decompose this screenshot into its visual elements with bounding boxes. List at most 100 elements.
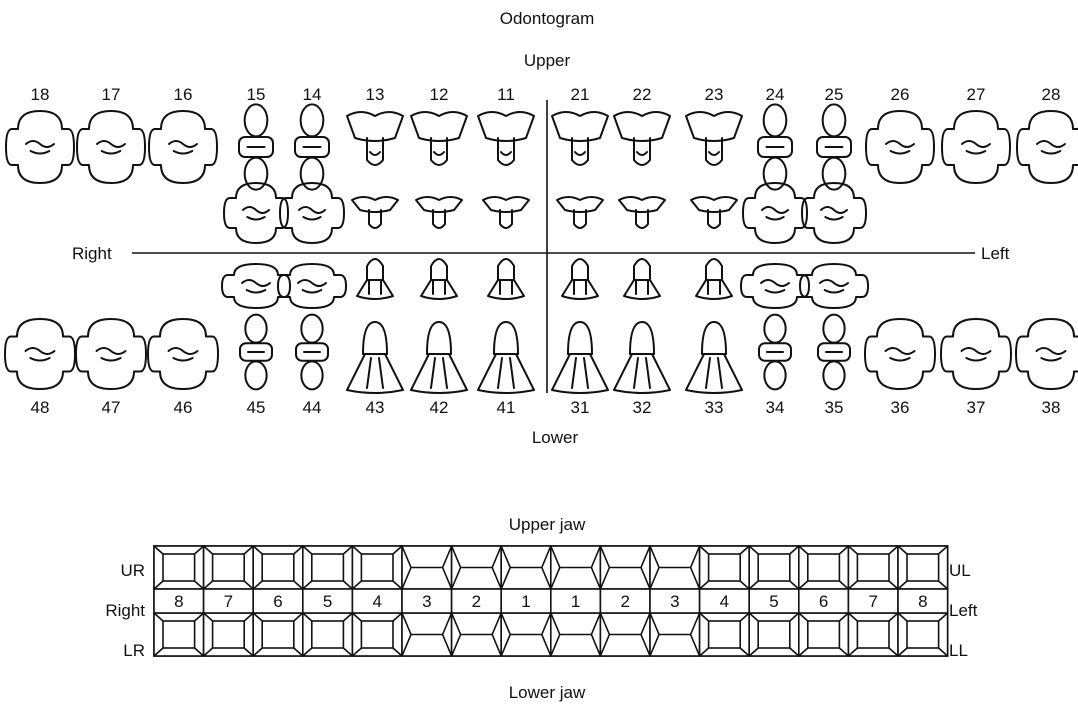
- upper-jaw-cell[interactable]: [352, 546, 402, 589]
- lower-tooth-number: 38: [1042, 398, 1061, 417]
- upper-inner-tooth-23: [691, 197, 737, 228]
- lower-tooth-number: 43: [366, 398, 385, 417]
- upper-tooth-22: [614, 112, 670, 165]
- upper-jaw-cell[interactable]: [600, 546, 650, 589]
- upper-tooth-number: 23: [705, 85, 724, 104]
- lower-jaw-cell[interactable]: [501, 613, 551, 656]
- upper-jaw-cell[interactable]: [650, 546, 700, 589]
- upper-tooth-number: 27: [967, 85, 986, 104]
- chart-tooth-number: 7: [868, 592, 877, 611]
- upper-tooth-number: 21: [571, 85, 590, 104]
- lower-tooth-35: [818, 315, 850, 390]
- chart-tooth-number: 1: [571, 592, 580, 611]
- chart-tooth-number: 6: [819, 592, 828, 611]
- lower-jaw-cell[interactable]: [253, 613, 303, 656]
- upper-tooth-number: 12: [430, 85, 449, 104]
- upper-tooth-number: 17: [102, 85, 121, 104]
- upper-tooth-13: [347, 112, 403, 165]
- upper-jaw-cell[interactable]: [700, 546, 750, 589]
- chart-tooth-number: 4: [372, 592, 381, 611]
- upper-tooth-number: 28: [1042, 85, 1061, 104]
- upper-tooth-18: [6, 111, 74, 183]
- lower-inner-tooth-41: [488, 259, 524, 299]
- upper-inner-tooth-12: [416, 197, 462, 228]
- lower-jaw-cell[interactable]: [204, 613, 254, 656]
- lower-tooth-42: [411, 322, 467, 393]
- lower-tooth-number: 41: [497, 398, 516, 417]
- lower-jaw-cell[interactable]: [700, 613, 750, 656]
- upper-tooth-12: [411, 112, 467, 165]
- lower-tooth-36: [865, 319, 935, 389]
- upper-jaw-cell[interactable]: [402, 546, 452, 589]
- upper-jaw-cell[interactable]: [501, 546, 551, 589]
- upper-tooth-28: [1017, 111, 1078, 183]
- upper-jaw-label: Upper jaw: [509, 515, 586, 534]
- lr-label: LR: [123, 641, 145, 660]
- chart-tooth-number: 5: [323, 592, 332, 611]
- chart-tooth-number: 7: [224, 592, 233, 611]
- upper-tooth-number: 25: [825, 85, 844, 104]
- upper-inner-tooth-11: [483, 197, 529, 228]
- lower-jaw-cell[interactable]: [154, 613, 204, 656]
- upper-jaw-cell[interactable]: [452, 546, 502, 589]
- upper-tooth-23: [686, 112, 742, 165]
- lower-tooth-46: [148, 319, 218, 389]
- tooth-chart-grid: 8765432112345678: [154, 546, 948, 656]
- lower-tooth-48: [5, 319, 75, 389]
- upper-tooth-17: [77, 111, 145, 183]
- lower-tooth-number: 37: [967, 398, 986, 417]
- upper-jaw-cell[interactable]: [749, 546, 799, 589]
- lower-jaw-cell[interactable]: [551, 613, 601, 656]
- chart-tooth-number: 8: [174, 592, 183, 611]
- lower-jaw-cell[interactable]: [402, 613, 452, 656]
- lower-inner-tooth-31: [562, 259, 598, 299]
- lower-tooth-number: 46: [174, 398, 193, 417]
- upper-tooth-25: [817, 104, 851, 189]
- chart-tooth-number: 2: [472, 592, 481, 611]
- right-side-label: Right: [72, 244, 112, 263]
- upper-tooth-number: 15: [247, 85, 266, 104]
- upper-jaw-cell[interactable]: [898, 546, 948, 589]
- lower-inner-tooth-35: [800, 264, 868, 308]
- upper-tooth-number: 11: [497, 85, 515, 104]
- upper-tooth-number: 16: [174, 85, 193, 104]
- upper-jaw-cell[interactable]: [253, 546, 303, 589]
- upper-tooth-21: [552, 112, 608, 165]
- lower-jaw-cell[interactable]: [303, 613, 353, 656]
- lower-jaw-cell[interactable]: [749, 613, 799, 656]
- chart-tooth-number: 4: [720, 592, 729, 611]
- lower-tooth-45: [240, 315, 272, 390]
- lower-jaw-cell[interactable]: [799, 613, 849, 656]
- upper-jaw-cell[interactable]: [154, 546, 204, 589]
- lower-label: Lower: [532, 428, 579, 447]
- upper-tooth-number: 13: [366, 85, 385, 104]
- lower-tooth-number: 48: [31, 398, 50, 417]
- upper-tooth-number: 24: [766, 85, 785, 104]
- chart-tooth-number: 6: [273, 592, 282, 611]
- upper-jaw-cell[interactable]: [848, 546, 898, 589]
- lower-jaw-cell[interactable]: [898, 613, 948, 656]
- lower-tooth-31: [552, 322, 608, 393]
- lower-jaw-cell[interactable]: [352, 613, 402, 656]
- lower-tooth-38: [1016, 319, 1078, 389]
- chart-tooth-number: 3: [422, 592, 431, 611]
- upper-jaw-cell[interactable]: [551, 546, 601, 589]
- upper-jaw-cell[interactable]: [799, 546, 849, 589]
- upper-tooth-15: [239, 104, 273, 189]
- lower-tooth-32: [614, 322, 670, 393]
- lower-tooth-44: [296, 315, 328, 390]
- left-row-label: Left: [949, 601, 978, 620]
- lower-jaw-cell[interactable]: [600, 613, 650, 656]
- lower-inner-tooth-44: [278, 264, 346, 308]
- lower-inner-tooth-34: [741, 264, 809, 308]
- lower-jaw-cell[interactable]: [650, 613, 700, 656]
- upper-jaw-cell[interactable]: [204, 546, 254, 589]
- upper-tooth-27: [942, 111, 1010, 183]
- chart-tooth-number: 2: [620, 592, 629, 611]
- lower-jaw-cell[interactable]: [848, 613, 898, 656]
- upper-jaw-cell[interactable]: [303, 546, 353, 589]
- lower-jaw-cell[interactable]: [452, 613, 502, 656]
